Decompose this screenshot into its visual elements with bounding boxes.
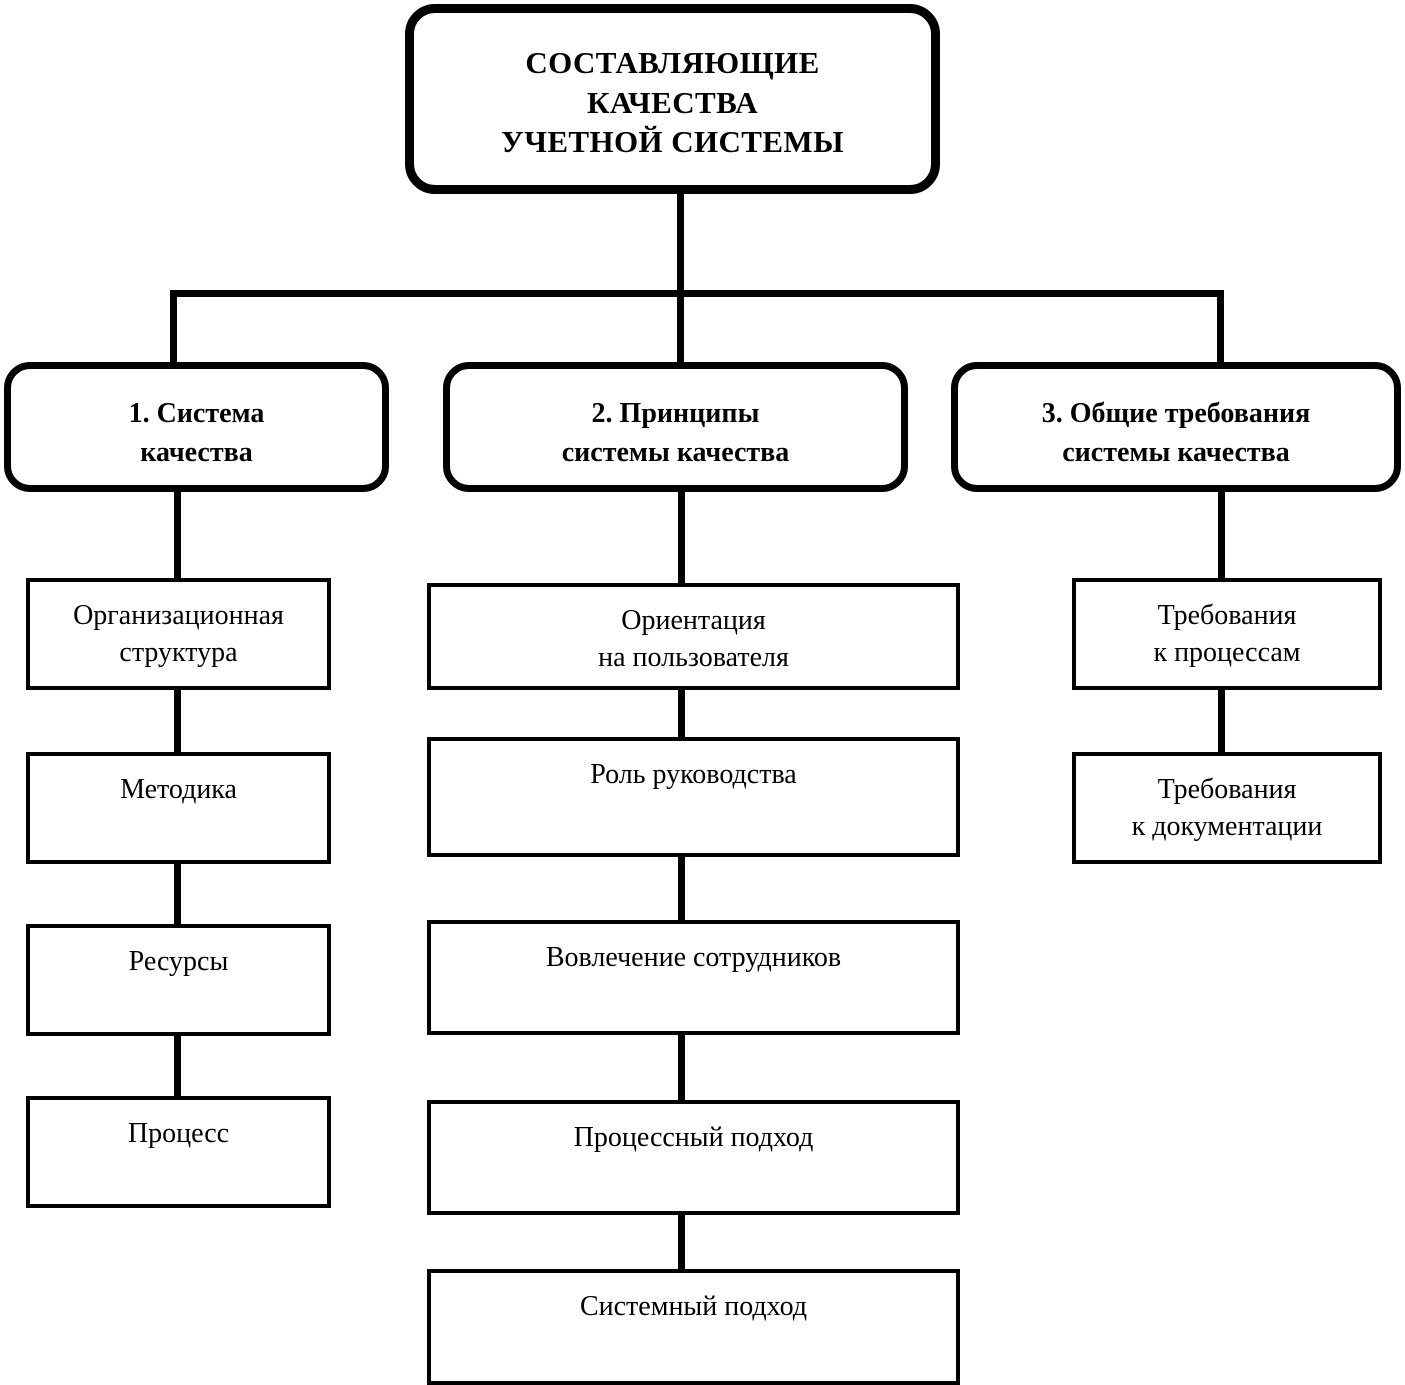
branch-node-2-label: 2. Принципы системы качества — [561, 398, 790, 468]
leaf-node-2-3-label: Вовлечение сотрудников — [545, 942, 842, 973]
leaf-node-1-1-label: Организационная структура — [73, 600, 284, 668]
connector-root-down — [677, 190, 684, 295]
branch-node-1-label: 1. Система качества — [128, 398, 265, 468]
connector-branch-1-to-child-1 — [174, 492, 181, 580]
leaf-node-2-2[interactable]: Роль руководства — [427, 737, 960, 857]
leaf-node-1-1[interactable]: Организационная структура — [26, 578, 331, 690]
connector-branch-3-to-child-1 — [1218, 492, 1225, 580]
connector-child-2-2-to-2-3 — [678, 853, 685, 924]
leaf-node-2-4[interactable]: Процессный подход — [427, 1100, 960, 1215]
connector-child-2-1-to-2-2 — [678, 686, 685, 741]
leaf-node-3-1[interactable]: Требования к процессам — [1072, 578, 1382, 690]
leaf-node-1-4[interactable]: Процесс — [26, 1096, 331, 1208]
connector-horizontal-bus — [170, 290, 1224, 297]
leaf-node-2-5[interactable]: Системный подход — [427, 1269, 960, 1385]
branch-node-1[interactable]: 1. Система качества — [4, 362, 389, 492]
leaf-node-2-1[interactable]: Ориентация на пользователя — [427, 583, 960, 690]
leaf-node-2-4-label: Процессный подход — [573, 1122, 814, 1153]
connector-child-2-3-to-2-4 — [678, 1031, 685, 1104]
branch-node-3-label: 3. Общие требования системы качества — [1041, 398, 1311, 468]
branch-node-2[interactable]: 2. Принципы системы качества — [443, 362, 908, 492]
connector-bus-to-branch-3 — [1217, 290, 1224, 368]
leaf-node-2-5-label: Системный подход — [579, 1291, 808, 1322]
leaf-node-2-2-label: Роль руководства — [590, 759, 797, 790]
leaf-node-3-2-label: Требования к документации — [1131, 774, 1323, 842]
connector-child-1-2-to-1-3 — [174, 860, 181, 928]
connector-child-3-1-to-3-2 — [1218, 686, 1225, 756]
branch-node-3[interactable]: 3. Общие требования системы качества — [951, 362, 1401, 492]
leaf-node-1-2[interactable]: Методика — [26, 752, 331, 864]
connector-branch-2-to-child-1 — [678, 492, 685, 585]
leaf-node-1-3-label: Ресурсы — [128, 946, 229, 977]
connector-bus-to-branch-2 — [677, 290, 684, 368]
root-node[interactable]: СОСТАВЛЯЮЩИЕ КАЧЕСТВА УЧЕТНОЙ СИСТЕМЫ — [405, 4, 940, 194]
leaf-node-1-4-label: Процесс — [127, 1118, 230, 1149]
leaf-node-2-1-label: Ориентация на пользователя — [598, 605, 789, 673]
connector-bus-to-branch-1 — [170, 290, 177, 368]
connector-child-1-1-to-1-2 — [174, 686, 181, 756]
leaf-node-3-1-label: Требования к процессам — [1153, 600, 1301, 668]
leaf-node-3-2[interactable]: Требования к документации — [1072, 752, 1382, 864]
root-node-label: СОСТАВЛЯЮЩИЕ КАЧЕСТВА УЧЕТНОЙ СИСТЕМЫ — [501, 45, 844, 160]
leaf-node-1-3[interactable]: Ресурсы — [26, 924, 331, 1036]
connector-child-2-4-to-2-5 — [678, 1211, 685, 1273]
leaf-node-1-2-label: Методика — [120, 774, 237, 805]
leaf-node-2-3[interactable]: Вовлечение сотрудников — [427, 920, 960, 1035]
connector-child-1-3-to-1-4 — [174, 1032, 181, 1100]
